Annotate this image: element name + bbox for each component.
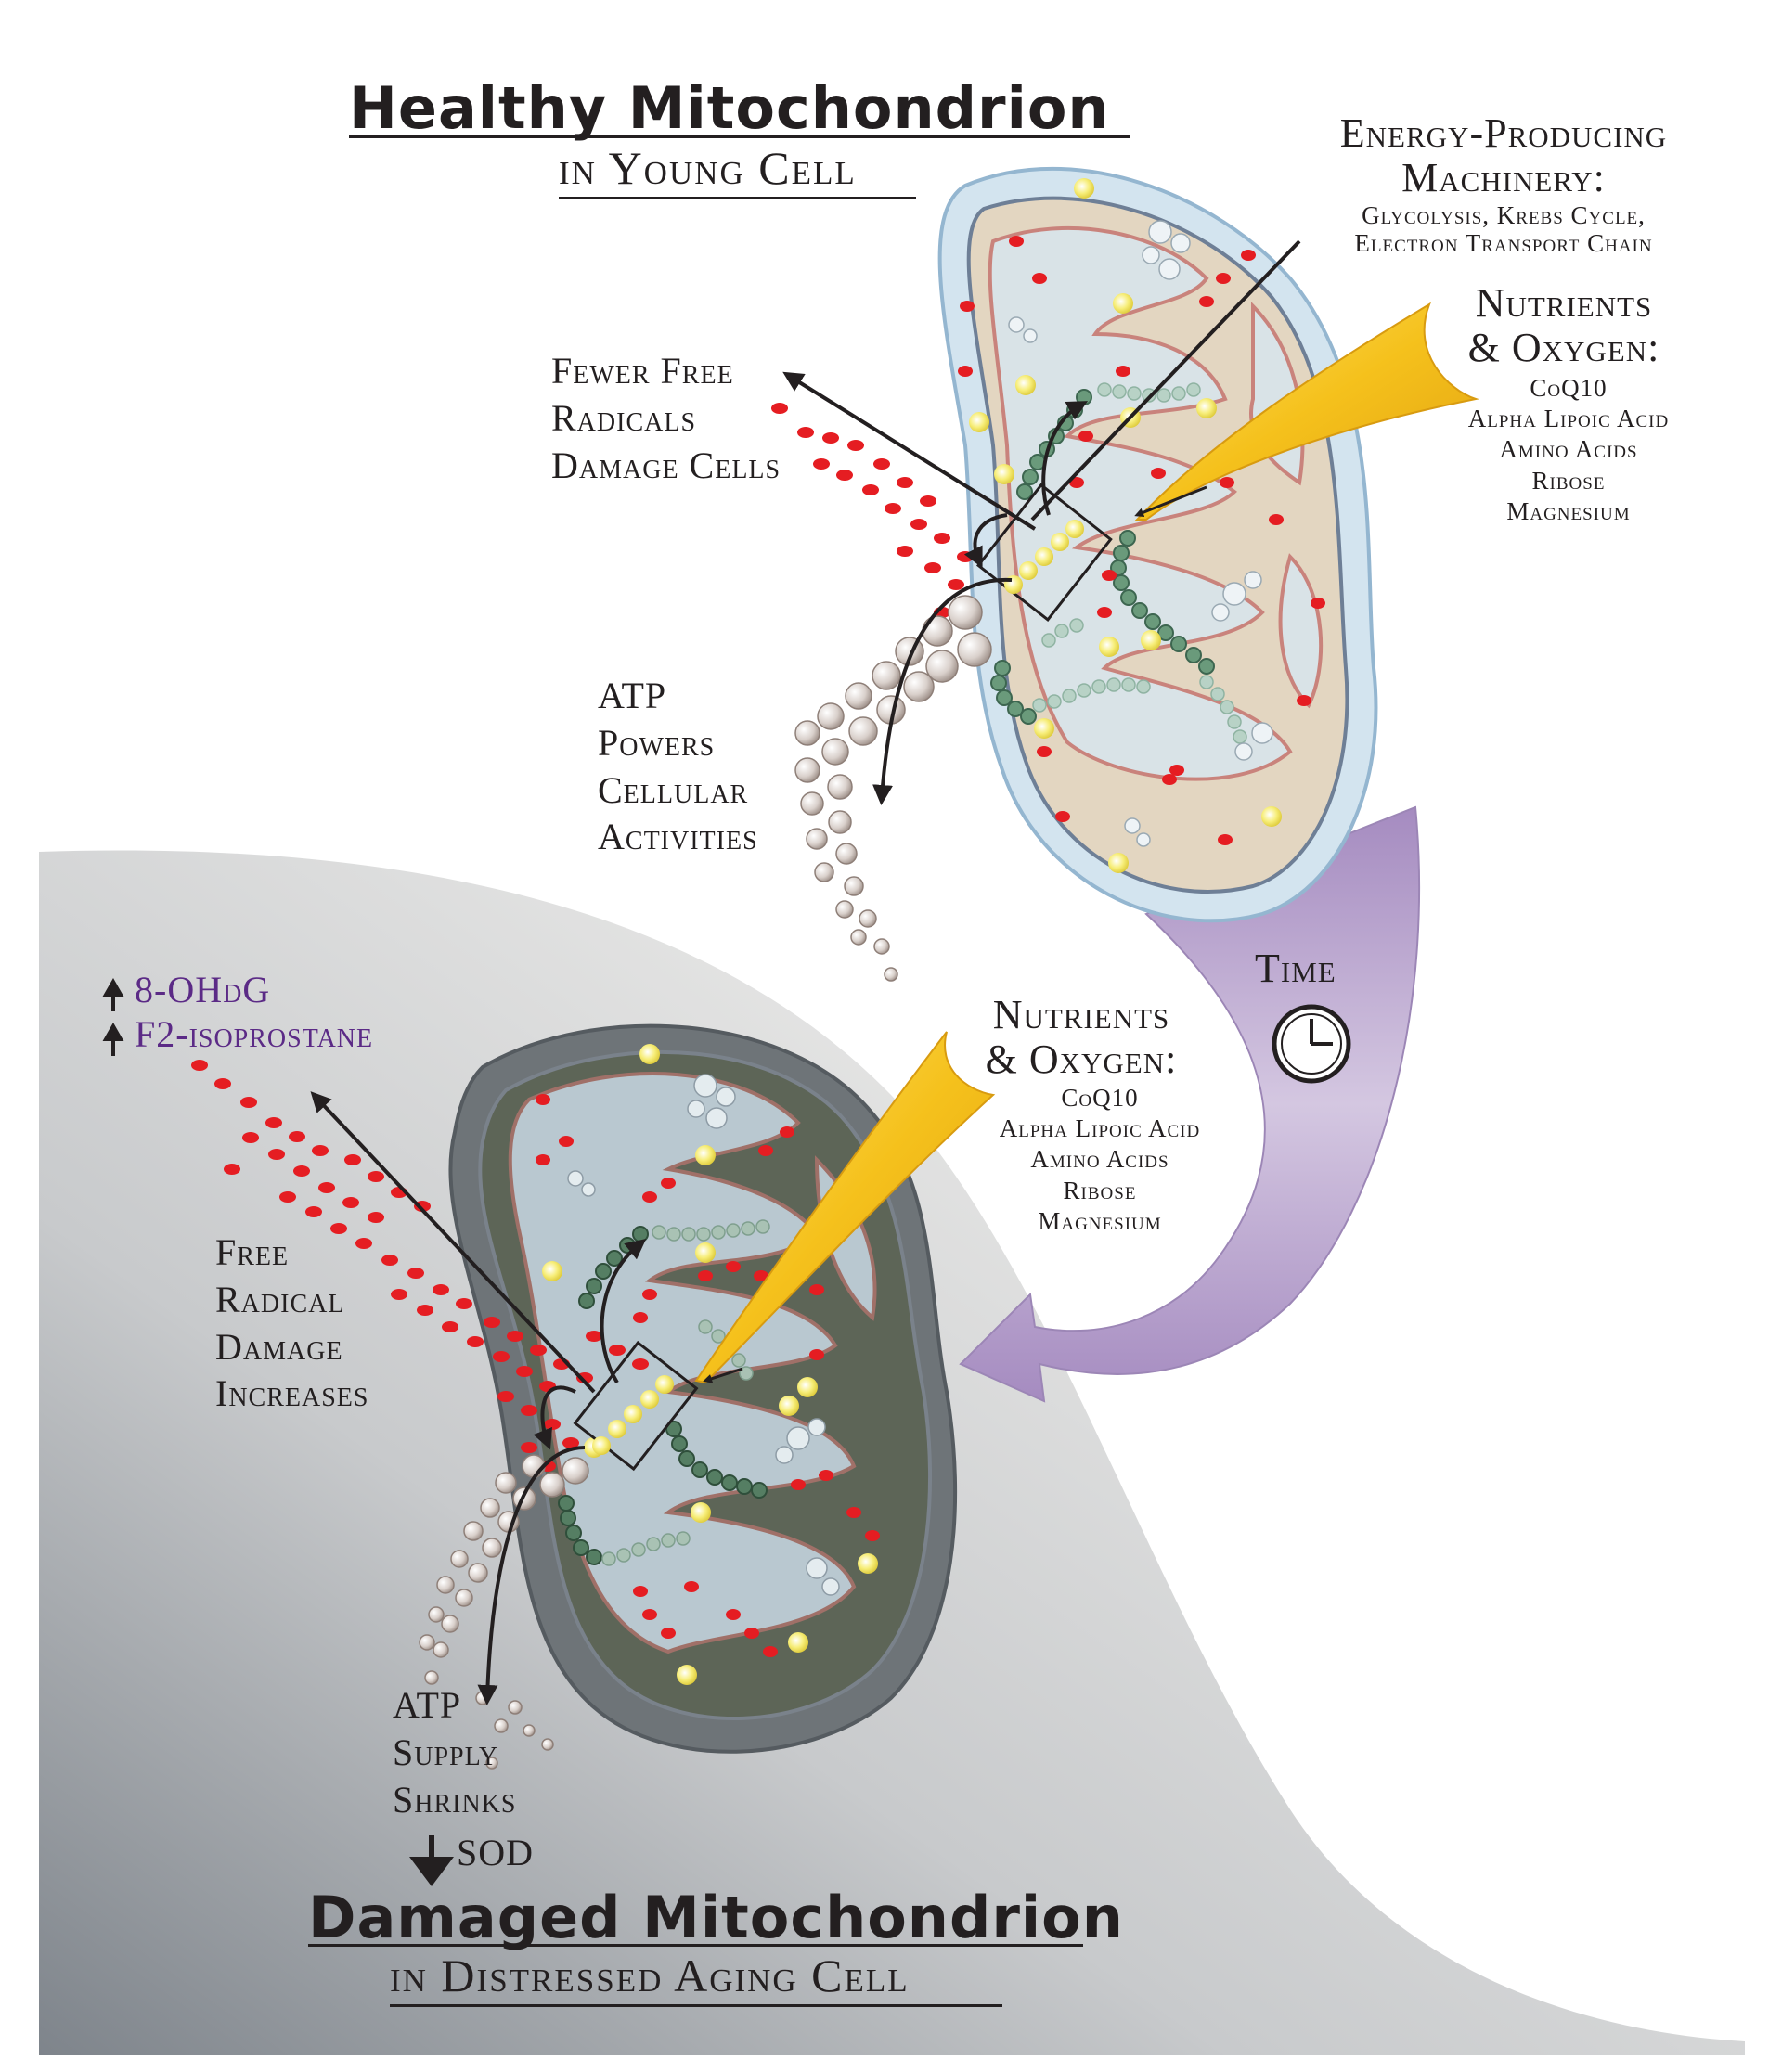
- up-arrow-icon: [102, 977, 124, 1056]
- healthy-radicals-label: Fewer Free Radicals Damage Cells: [551, 350, 781, 486]
- healthy-subtitle: in Young Cell: [559, 142, 857, 194]
- damaged-etc-box-beads: [592, 1375, 674, 1455]
- healthy-nutrient-arrow: [1134, 485, 1207, 518]
- healthy-ubiquinone: [969, 178, 1282, 873]
- down-arrow-icon: [409, 1835, 454, 1886]
- damaged-etc-chain: [558, 1226, 768, 1565]
- damaged-etc-chain-faint: [601, 1219, 770, 1566]
- damaged-nutrient-arrow: [703, 1367, 743, 1383]
- healthy-title: Healthy Mitochondrion: [349, 74, 1110, 142]
- healthy-granules: [1008, 220, 1273, 847]
- damaged-radicals-inside: [536, 1094, 880, 1657]
- nutrient-item: Alpha Lipoic Acid: [1467, 405, 1670, 433]
- time-arrow: [959, 805, 1421, 1403]
- energy-machinery-label: Energy-Producing Machinery:: [1339, 110, 1668, 201]
- marker-f2-isoprostane: F2-isoprostane: [135, 1013, 374, 1055]
- healthy-atp-stream: [794, 595, 992, 982]
- healthy-title-underline: [349, 135, 1130, 138]
- damaged-title: Damaged Mitochondrion: [308, 1884, 1124, 1951]
- damaged-ubiquinone: [542, 1044, 878, 1685]
- nutrient-item: CoQ10: [1061, 1084, 1139, 1112]
- damage-markers-label: 8-OHdG F2-isoprostane: [135, 968, 373, 1057]
- nutrient-item: Amino Acids: [1499, 435, 1638, 464]
- nutrient-item: Magnesium: [1038, 1206, 1162, 1235]
- damaged-nutrients-list: CoQ10 Alpha Lipoic Acid Amino Acids Ribo…: [961, 1083, 1239, 1237]
- healthy-nutrients-list: CoQ10 Alpha Lipoic Acid Amino Acids Ribo…: [1429, 373, 1708, 527]
- nutrient-item: CoQ10: [1530, 374, 1608, 402]
- marker-8-ohdg: 8-OHdG: [135, 969, 271, 1010]
- damaged-nutrients-heading: Nutrients & Oxygen:: [985, 992, 1178, 1083]
- healthy-free-radicals-out: [771, 403, 974, 618]
- damaged-granules: [567, 1074, 840, 1596]
- damaged-nutrient-beam: [694, 1031, 996, 1384]
- healthy-nutrient-beam: [1134, 302, 1479, 521]
- healthy-etc-box-beads: [1004, 520, 1084, 594]
- damaged-arrows: [310, 1091, 647, 1705]
- healthy-atp-label: ATP Powers Cellular Activities: [598, 675, 758, 858]
- healthy-subtitle-underline: [559, 197, 916, 199]
- nutrient-item: Magnesium: [1506, 496, 1631, 525]
- time-label: Time: [1255, 946, 1336, 991]
- healthy-arrows: [782, 239, 1301, 805]
- clock-icon: [1272, 1004, 1351, 1084]
- healthy-nutrients-heading: Nutrients & Oxygen:: [1467, 280, 1660, 371]
- damaged-free-radicals-out: [191, 1060, 649, 1472]
- nutrient-item: Ribose: [1531, 466, 1606, 495]
- nutrient-item: Amino Acids: [1030, 1145, 1169, 1174]
- damaged-subtitle-underline: [390, 2004, 1002, 2007]
- damaged-title-underline: [308, 1944, 1083, 1947]
- damaged-radicals-label: Free Radical Damage Increases: [215, 1231, 369, 1415]
- healthy-mitochondrion: [937, 166, 1378, 923]
- damaged-subtitle: in Distressed Aging Cell: [390, 1950, 910, 2001]
- nutrient-item: Ribose: [1063, 1176, 1137, 1204]
- healthy-radicals-inside: [958, 236, 1325, 845]
- energy-machinery-details: Glycolysis, Krebs Cycle, Electron Transp…: [1354, 201, 1653, 257]
- nutrient-item: Alpha Lipoic Acid: [999, 1114, 1201, 1143]
- sod-label: SOD: [457, 1832, 535, 1873]
- damaged-atp-label: ATP Supply Shrinks: [393, 1684, 517, 1821]
